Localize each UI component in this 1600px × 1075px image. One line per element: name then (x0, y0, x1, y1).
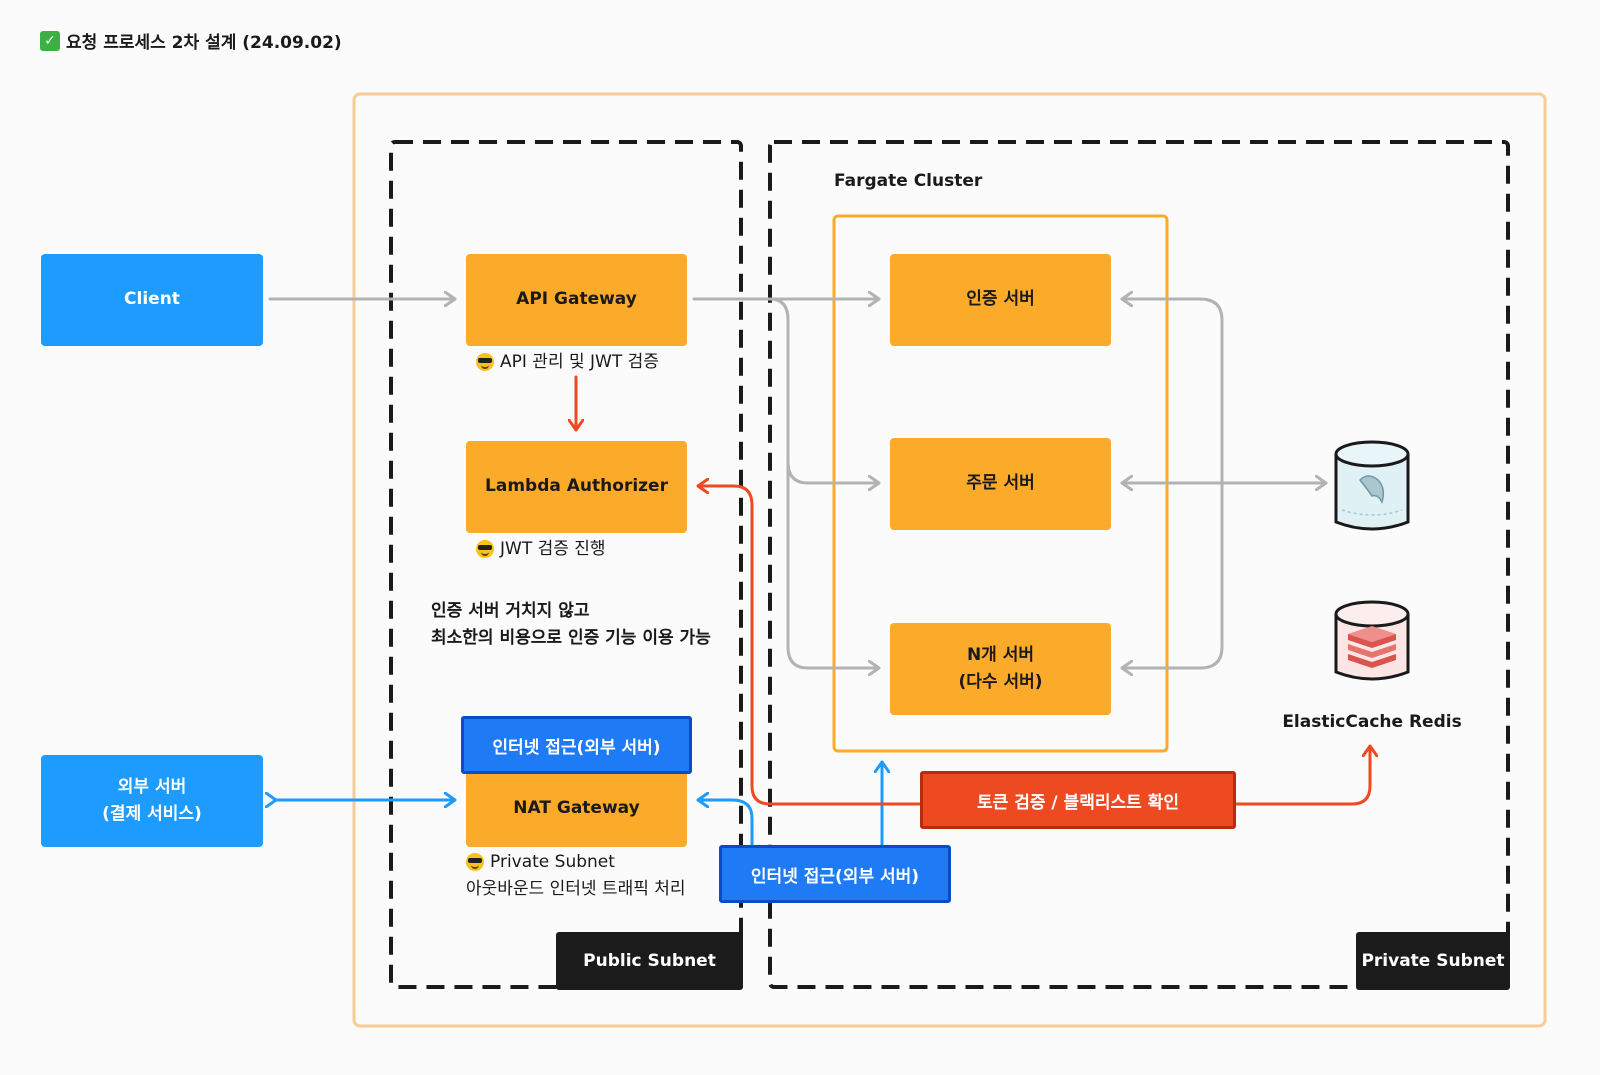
page-title: ✓ 요청 프로세스 2차 설계 (24.09.02) (40, 28, 342, 53)
check-mark-icon: ✓ (40, 30, 60, 51)
internet-access-label-top: 인터넷 접근(외부 서버) (461, 716, 692, 774)
arrow-db-to-n (1120, 481, 1224, 668)
cost-note: 인증 서버 거치지 않고 최소한의 비용으로 인증 기능 이용 가능 (431, 598, 711, 652)
public-subnet-tag: Public Subnet (556, 932, 743, 990)
arrow-fargate-to-nat (696, 800, 754, 850)
redis-icon (1334, 600, 1410, 681)
n-servers-node: N개 서버 (다수 서버) (890, 623, 1111, 715)
nat-caption: Private Subnet (466, 849, 615, 875)
api-gateway-node: API Gateway (466, 254, 687, 346)
page-title-text: 요청 프로세스 2차 설계 (24.09.02) (66, 33, 342, 53)
auth-server-node: 인증 서버 (890, 254, 1111, 346)
private-subnet-tag: Private Subnet (1356, 932, 1510, 990)
nat-gateway-label: NAT Gateway (513, 798, 640, 819)
external-server-node: 외부 서버 (결제 서비스) (41, 755, 263, 847)
client-node: Client (41, 254, 263, 346)
sunglasses-emoji-icon (476, 540, 494, 559)
cost-note-line1: 인증 서버 거치지 않고 (431, 601, 590, 621)
sunglasses-emoji-icon (476, 353, 494, 372)
sunglasses-emoji-icon (466, 853, 484, 872)
fargate-cluster-label: Fargate Cluster (834, 171, 983, 191)
mysql-database-icon (1334, 440, 1410, 531)
arrow-token-to-redis (1234, 744, 1370, 806)
lambda-caption-text: JWT 검증 진행 (500, 539, 606, 559)
lambda-authorizer-node: Lambda Authorizer (466, 441, 687, 533)
arrow-token-to-lambda (696, 486, 922, 806)
api-gateway-caption: API 관리 및 JWT 검증 (476, 349, 659, 375)
order-server-node: 주문 서버 (890, 438, 1111, 530)
nat-caption-line2: 아웃바운드 인터넷 트래픽 처리 (466, 879, 686, 899)
lambda-caption: JWT 검증 진행 (476, 536, 606, 562)
internet-access-label-bottom: 인터넷 접근(외부 서버) (719, 845, 951, 903)
token-check-label: 토큰 검증 / 블랙리스트 확인 (920, 771, 1236, 829)
cost-note-line2: 최소한의 비용으로 인증 기능 이용 가능 (431, 628, 711, 649)
vpc-border (352, 92, 1547, 1028)
arrow-gateway-to-n (786, 458, 881, 668)
nat-caption-line1: Private Subnet (490, 852, 615, 872)
api-gateway-caption-text: API 관리 및 JWT 검증 (500, 352, 659, 372)
arrow-db-to-auth (1120, 299, 1224, 485)
redis-label: ElasticCache Redis (1282, 712, 1462, 732)
private-subnet-border (768, 140, 1510, 989)
public-subnet-border (389, 140, 743, 989)
arrow-gateway-to-order (768, 297, 881, 483)
